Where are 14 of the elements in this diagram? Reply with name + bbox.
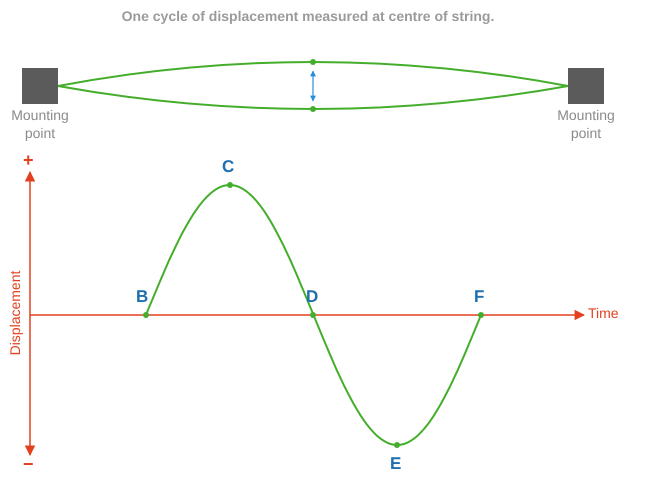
point-label: D: [306, 287, 318, 307]
block-label: Mounting point: [10, 106, 70, 142]
axis-end-label: +: [23, 150, 34, 171]
block-label: Mounting point: [556, 106, 616, 142]
axis-label: Time: [588, 305, 619, 321]
string-line: [58, 61, 568, 87]
axis-label: Displacement: [7, 270, 23, 358]
axis-end-label: −: [23, 454, 34, 475]
point-label: B: [136, 287, 148, 307]
title: One cycle of displacement measured at centre of string.: [120, 8, 496, 24]
string-line: [58, 85, 568, 110]
point-label: E: [390, 454, 402, 474]
point-label: F: [474, 287, 484, 307]
point-label: C: [222, 157, 234, 177]
